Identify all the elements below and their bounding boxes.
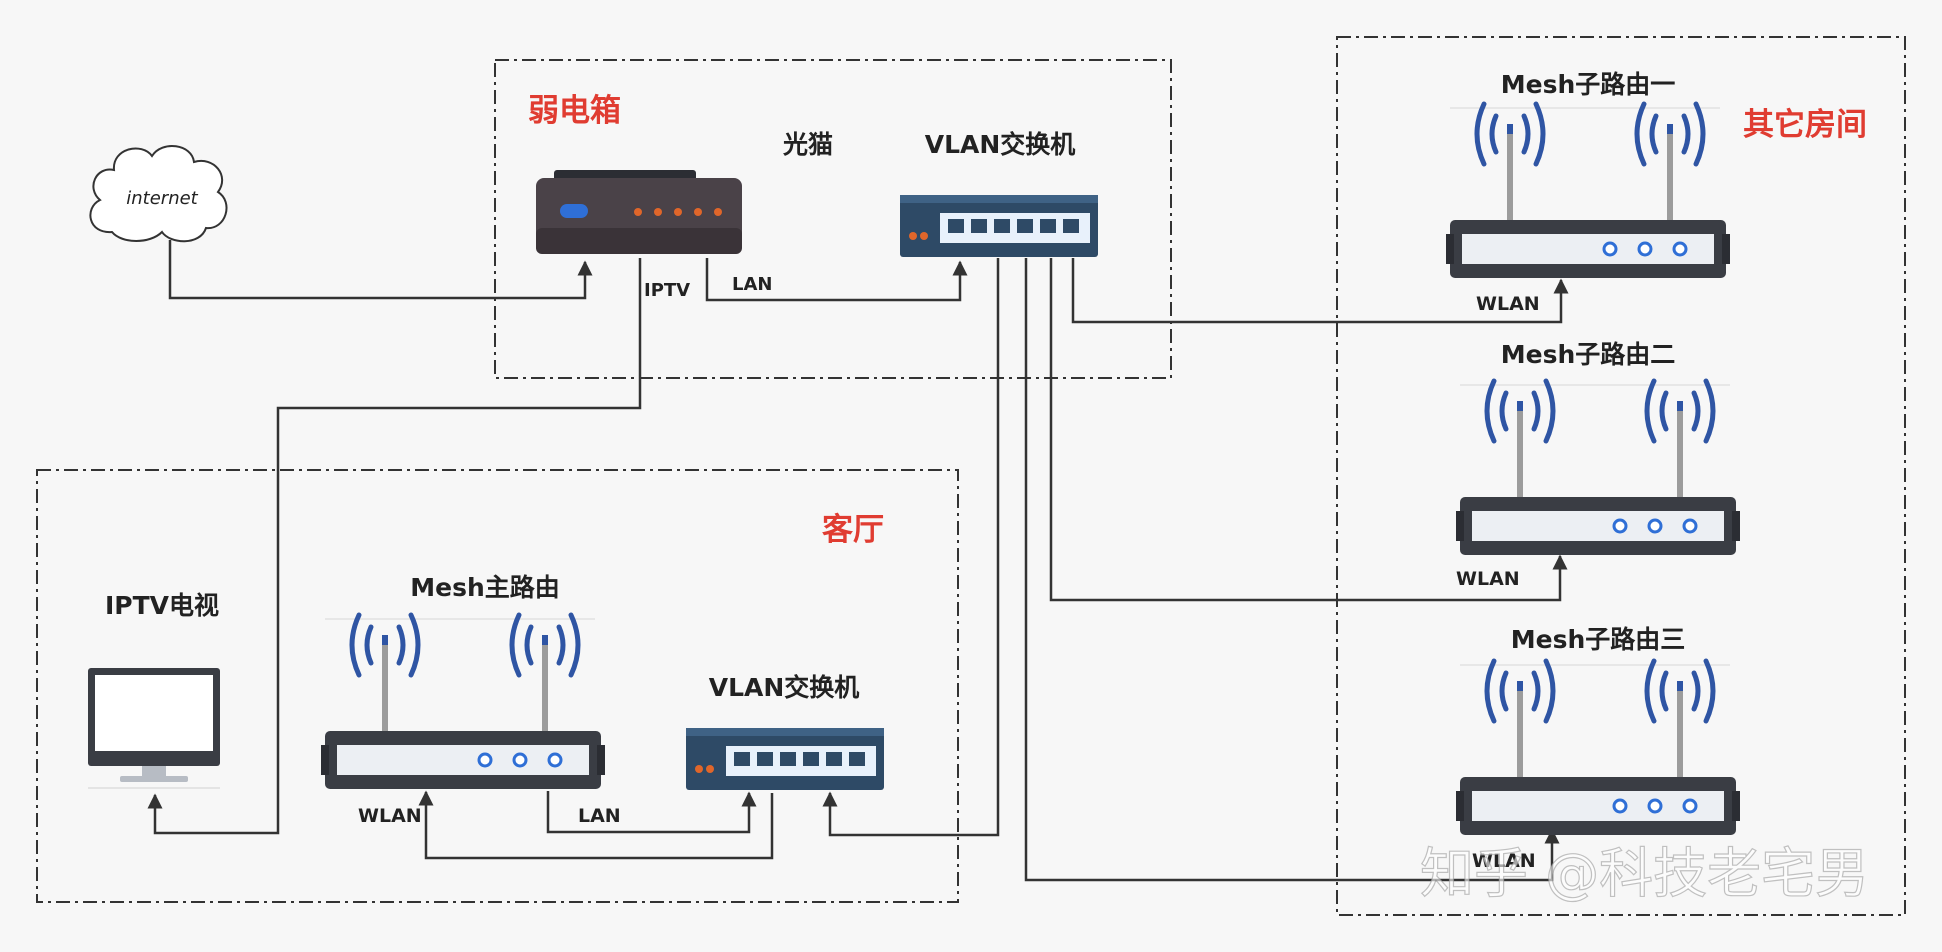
port-label-wlan-sub3: WLAN	[1472, 850, 1536, 872]
zone-weak-box	[494, 59, 1172, 379]
sub-router-1-label: Mesh子路由一	[1501, 70, 1676, 99]
cloud-label: internet	[126, 188, 198, 209]
switch-top-label: VLAN交换机	[925, 130, 1076, 159]
router-icon	[1456, 381, 1740, 555]
port-label-wlan-main: WLAN	[358, 805, 422, 827]
zone-living-room	[36, 469, 959, 903]
router-icon	[1456, 661, 1740, 835]
zone-other-rooms	[1336, 36, 1906, 916]
switch-living-label: VLAN交换机	[709, 673, 860, 702]
port-label-wlan-sub2: WLAN	[1456, 568, 1520, 590]
router-icon	[321, 615, 605, 789]
zone-label-living-room: 客厅	[822, 512, 884, 548]
zone-label-weak-box: 弱电箱	[528, 93, 621, 129]
port-label-lan-modem: LAN	[732, 274, 772, 295]
watermark: 知乎 @科技老宅男	[1420, 842, 1869, 905]
port-label-wlan-sub1: WLAN	[1476, 293, 1540, 315]
modem-label: 光猫	[782, 130, 833, 159]
router-icon	[1446, 104, 1730, 278]
monitor-icon	[88, 668, 220, 789]
switch-icon	[686, 728, 884, 790]
port-label-lan-main: LAN	[578, 805, 621, 827]
switch-icon	[900, 195, 1098, 257]
zone-label-other-rooms: 其它房间	[1743, 107, 1867, 143]
sub-router-2-label: Mesh子路由二	[1501, 340, 1676, 369]
iptv-tv-label: IPTV电视	[105, 591, 219, 620]
connection-lines	[147, 240, 1569, 882]
cloud-icon	[89, 144, 228, 243]
port-label-iptv: IPTV	[644, 280, 690, 301]
sub-router-3-label: Mesh子路由三	[1511, 625, 1686, 654]
mesh-main-label: Mesh主路由	[410, 573, 560, 602]
modem-icon	[536, 170, 742, 254]
